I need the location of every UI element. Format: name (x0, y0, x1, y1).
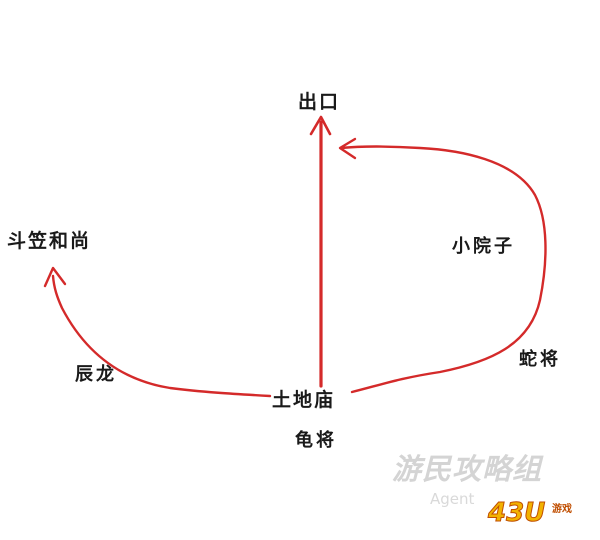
watermark-logo: 43U (487, 498, 546, 529)
arrowhead-exit-loop (338, 137, 357, 160)
label-dragon: 辰龙 (75, 364, 117, 385)
arrowhead-exit-straight (309, 115, 332, 136)
label-turtle-general: 龟将 (295, 430, 337, 451)
label-snake-general: 蛇将 (519, 349, 561, 370)
label-bamboo-hat-monk: 斗笠和尚 (7, 230, 92, 252)
watermark-agent: Agent (430, 490, 475, 508)
label-earth-temple: 土地庙 (272, 389, 336, 411)
watermark-site-name: 游民攻略组 (392, 452, 543, 486)
path-temple-to-monk (51, 274, 272, 398)
arrowhead-monk (43, 266, 67, 288)
label-courtyard: 小院子 (452, 236, 515, 257)
path-temple-via-courtyard-to-exit (340, 145, 547, 394)
watermark-logo-sub: 游戏 (552, 504, 572, 515)
label-exit: 出口 (298, 91, 341, 113)
